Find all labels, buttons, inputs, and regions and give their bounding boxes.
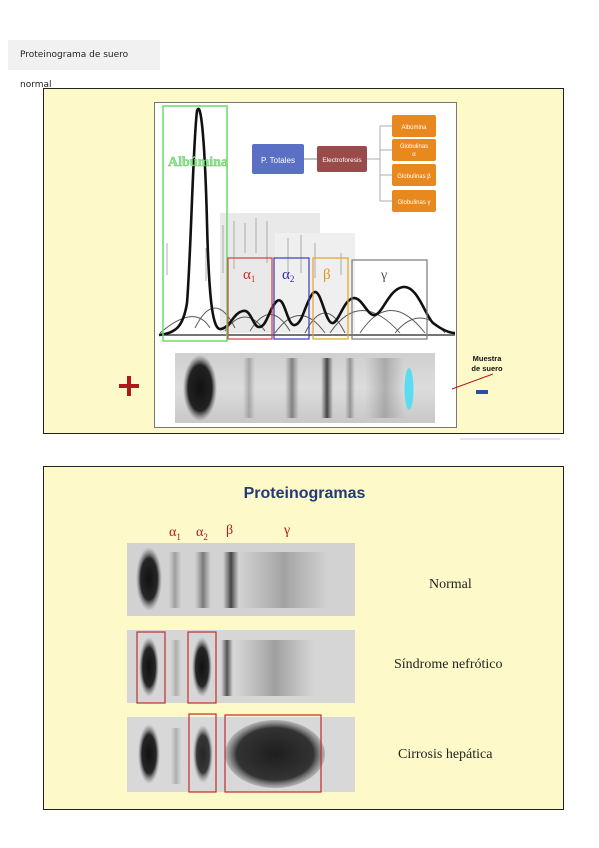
flow-output-globulinas-g <box>392 190 436 212</box>
flow-output-globulinas-a <box>392 139 436 161</box>
beta-label: β <box>323 267 331 283</box>
flow-source-label: P. Totales <box>261 156 295 165</box>
cirrhosis-gamma-highlight <box>224 714 322 793</box>
gel-row-nephrotic <box>127 630 355 704</box>
nephrotic-a2-highlight <box>187 631 217 704</box>
flow-output-globulinas-b-label: Globulinas β <box>397 174 431 180</box>
gel-row-normal <box>127 543 355 616</box>
sample-label: Muestra de suero <box>462 354 512 374</box>
proteinograms-slide: Proteinogramas α1 α2 β γ <box>43 466 564 810</box>
positive-pole-icon <box>119 376 139 396</box>
row-label-nephrotic: Síndrome nefrótico <box>394 657 503 672</box>
flow-source-box <box>252 144 304 174</box>
fraction-header-beta: β <box>226 523 234 538</box>
gel-row-cirrhosis <box>127 713 355 793</box>
divider-line <box>460 438 560 440</box>
row-label-normal: Normal <box>429 577 472 592</box>
alpha2-label: α2 <box>282 267 294 284</box>
flow-output-albumina <box>392 115 436 137</box>
flow-method-label: Electroforesis <box>322 157 362 164</box>
gel-strip <box>175 353 435 423</box>
electrophoresis-slide: Albúmina α1 α2 β γ P. Totales Electrofor… <box>43 88 564 434</box>
flow-method-box <box>317 146 367 172</box>
figure-caption: Proteinograma de suero normal <box>8 40 160 90</box>
flow-connectors <box>367 125 392 202</box>
fraction-header-gamma: γ <box>284 523 291 538</box>
fraction-header-a2: α2 <box>196 525 208 542</box>
flow-output-globulinas-b <box>392 164 436 186</box>
alpha2-box <box>273 257 310 340</box>
gamma-label: γ <box>380 268 387 283</box>
alpha1-box <box>227 257 273 340</box>
beta-box <box>312 257 349 340</box>
flow-output-albumina-label: Albúmina <box>401 125 427 131</box>
flow-output-globulinas-g-label: Globulinas γ <box>397 200 430 206</box>
alpha1-label: α1 <box>243 267 255 284</box>
cirrhosis-a2-highlight <box>188 713 217 793</box>
scanned-labels <box>166 218 342 281</box>
sample-spot <box>404 368 414 410</box>
sample-label-line2: de suero <box>471 364 503 373</box>
densitogram-figure: Albúmina α1 α2 β γ P. Totales Electrofor… <box>158 105 456 423</box>
gel-comparison <box>127 543 355 793</box>
slide-title: Proteinogramas <box>243 485 366 502</box>
row-label-cirrhosis: Cirrosis hepática <box>398 747 493 762</box>
albumin-label: Albúmina <box>168 155 228 170</box>
nephrotic-albumin-highlight <box>136 631 166 704</box>
densitogram-curve <box>158 107 456 337</box>
sample-pointer <box>451 373 494 390</box>
negative-pole-icon <box>476 390 488 394</box>
gamma-box <box>351 259 428 340</box>
albumin-box <box>162 105 228 342</box>
densitogram-panel: Albúmina α1 α2 β γ P. Totales Electrofor… <box>154 102 457 428</box>
sample-label-line1: Muestra <box>472 354 502 363</box>
fraction-header-a1: α1 <box>169 525 181 542</box>
